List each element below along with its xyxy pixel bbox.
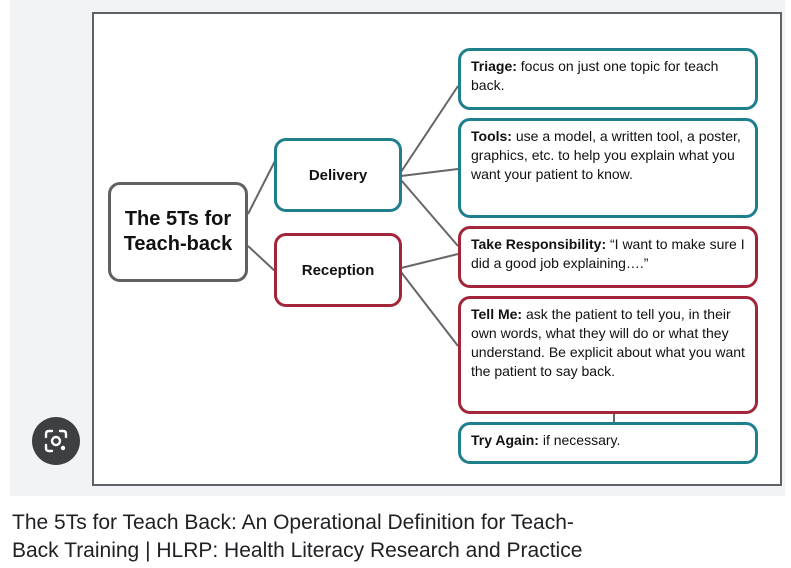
take-responsibility-term: Take Responsibility: [471,236,607,252]
try-again-term: Try Again: [471,432,539,448]
root-node: The 5Ts for Teach-back [108,182,248,282]
take-responsibility-text: “I want to make sure I did a good job ex… [471,236,745,271]
root-title-line1: The 5Ts for [124,208,232,230]
reception-label: Reception [301,261,375,279]
lens-button[interactable] [32,417,80,465]
tell-me-term: Tell Me: [471,306,523,322]
image-thumbnail[interactable]: The 5Ts for Teach-back Delivery Receptio… [10,0,785,496]
root-title-line2: Teach-back [123,233,233,255]
connector-delivery-triage [400,85,459,173]
lens-icon [44,429,68,453]
try-again-node: Try Again: if necessary. [458,422,758,464]
diagram-connectors [247,85,615,422]
connector-delivery-tools [400,168,459,177]
connector-reception-tell-me [400,271,459,347]
teach-back-diagram: The 5Ts for Teach-back Delivery Receptio… [92,12,782,486]
take-responsibility-node: Take Responsibility: “I want to make sur… [458,226,758,288]
tools-text: use a model, a written tool, a poster, g… [471,128,741,182]
result-title-line2: Back Training | HLRP: Health Literacy Re… [12,539,583,562]
triage-term: Triage: [471,58,517,74]
connector-delivery-take-responsibility [400,179,459,247]
triage-node: Triage: focus on just one topic for teac… [458,48,758,110]
delivery-node: Delivery [274,138,402,212]
tell-me-text: ask the patient to tell you, in their ow… [471,306,745,379]
connector-root-delivery [247,158,277,215]
result-title-link[interactable]: The 5Ts for Teach Back: An Operational D… [12,509,712,568]
tools-node: Tools: use a model, a written tool, a po… [458,118,758,218]
connector-reception-take-responsibility [400,253,459,269]
reception-node: Reception [274,233,402,307]
tell-me-node: Tell Me: ask the patient to tell you, in… [458,296,758,414]
try-again-text: if necessary. [538,432,621,448]
result-title-line1: The 5Ts for Teach Back: An Operational D… [12,511,574,534]
tools-term: Tools: [471,128,512,144]
delivery-label: Delivery [308,166,368,184]
connector-root-reception [247,245,277,273]
triage-text: focus on just one topic for teach back. [471,58,719,93]
